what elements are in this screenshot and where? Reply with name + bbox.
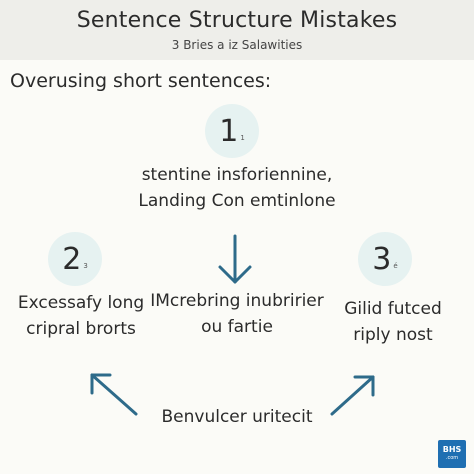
step-2-line-2: cripral brorts (26, 319, 136, 339)
step-3-subscript: é (393, 262, 398, 270)
step-3-line-2: riply nost (353, 325, 433, 345)
logo-domain: .com (445, 455, 459, 461)
step-2-badge: 2 3 (48, 232, 102, 286)
header-banner: Sentence Structure Mistakes 3 Bries a iz… (0, 0, 474, 60)
step-3-badge: 3 é (358, 232, 412, 286)
center-line-2: ou fartie (201, 317, 273, 337)
step-3-line-1: Gilid futced (344, 299, 442, 319)
page-title: Sentence Structure Mistakes (76, 8, 398, 33)
center-text: IMcrebring inubririer ou fartie (140, 288, 334, 340)
down-arrow-icon (218, 234, 252, 284)
step-1-line-2: Landing Con emtinlone (138, 191, 336, 211)
step-1-number: 1 (219, 113, 239, 149)
up-right-arrow-icon (330, 375, 375, 416)
step-3-number: 3 (372, 241, 392, 277)
step-1-line-1: stentine insforiennine, (141, 165, 333, 185)
step-3-text: Gilid futced riply nost (318, 296, 468, 348)
bottom-text: Benvulcer uritecit (161, 407, 313, 427)
center-line-1: IMcrebring inubririer (150, 291, 324, 311)
step-2-text: Excessafy long cripral brorts (6, 290, 156, 342)
step-1-text: stentine insforiennine, Landing Con emti… (100, 162, 374, 214)
step-1-badge: 1 1 (205, 104, 259, 158)
brand-logo: BHS .com (438, 440, 466, 468)
step-2-number: 2 (62, 241, 82, 277)
step-1-subscript: 1 (240, 134, 245, 142)
section-heading: Overusing short sentences: (10, 70, 272, 92)
step-2-subscript: 3 (83, 262, 88, 270)
step-2-line-1: Excessafy long (17, 293, 145, 313)
logo-text: BHS (442, 445, 462, 454)
up-left-arrow-icon (90, 373, 138, 416)
page-subtitle: 3 Bries a iz Salawities (171, 38, 303, 52)
